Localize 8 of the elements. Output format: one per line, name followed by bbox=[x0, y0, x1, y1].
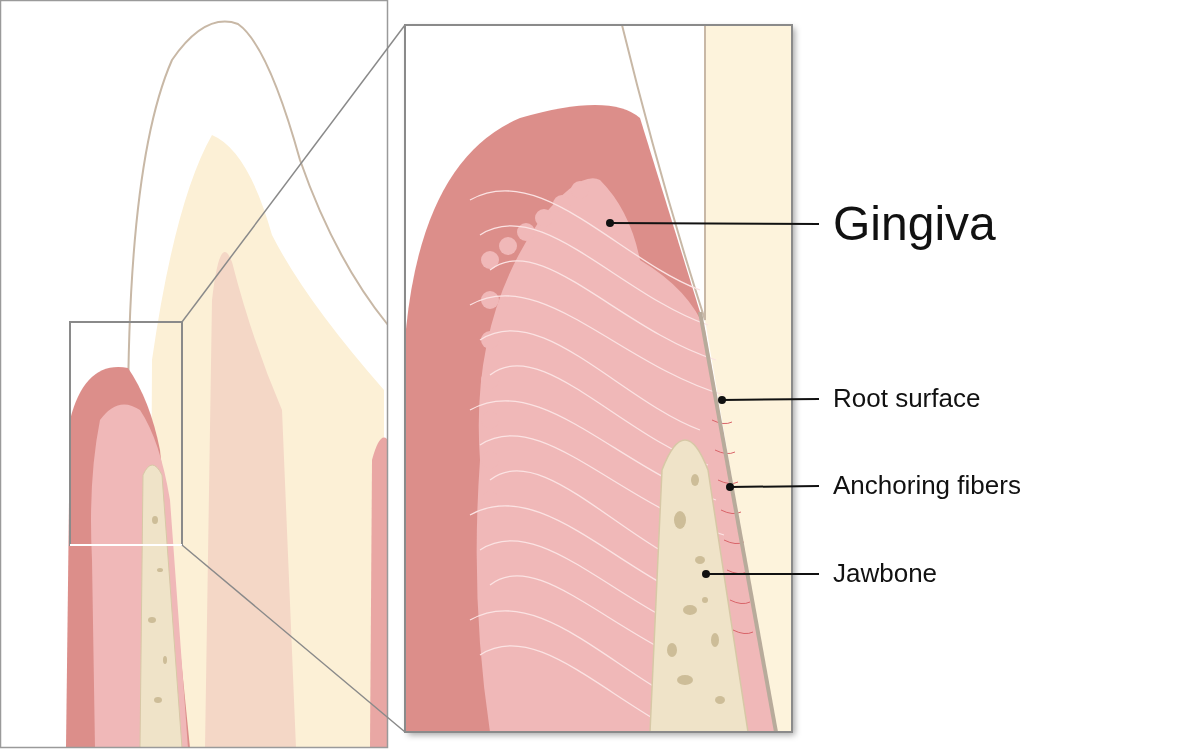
part-label: Root surface bbox=[833, 384, 981, 414]
part-label: Jawbone bbox=[833, 559, 938, 589]
part-label: Gingiva bbox=[833, 196, 996, 252]
leader-line bbox=[718, 396, 820, 404]
leader-line bbox=[726, 483, 820, 491]
leader-line bbox=[606, 219, 820, 227]
leader-line bbox=[702, 570, 820, 578]
part-label: Anchoring fibers bbox=[833, 471, 1021, 501]
